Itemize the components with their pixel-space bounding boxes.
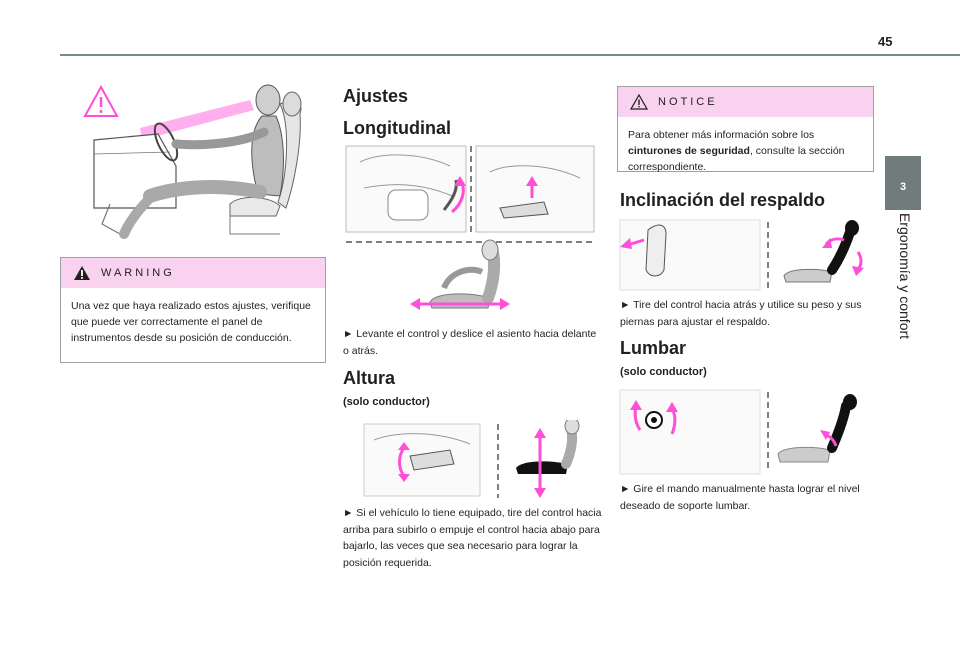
warning-triangle-icon — [74, 266, 90, 280]
notice-triangle-icon — [630, 94, 648, 110]
longitudinal-illustration — [340, 142, 598, 316]
chapter-tab[interactable]: 3 — [885, 156, 921, 210]
longitudinal-heading: Longitudinal — [343, 118, 451, 138]
warning-text: Una vez que haya realizado estos ajustes… — [71, 300, 311, 344]
driver-position-illustration — [80, 84, 312, 244]
lumbar-qualifier: (solo conductor) — [620, 366, 707, 378]
warning-header: WARNING — [61, 258, 325, 288]
longitudinal-instructions: ► Levante el control y deslice el asient… — [343, 328, 597, 357]
lumbar-instructions: ► Gire el mando manualmente hasta lograr… — [620, 483, 860, 512]
height-illustration — [360, 420, 596, 502]
notice-text: Para obtener más información sobre los c… — [618, 117, 873, 181]
backrest-illustration — [618, 218, 870, 292]
warning-title: WARNING — [101, 267, 175, 279]
warning-box: WARNING Una vez que haya realizado estos… — [60, 257, 326, 363]
lumbar-heading: Lumbar — [620, 338, 687, 358]
backrest-heading: Inclinación del respaldo — [620, 190, 826, 210]
notice-header: NOTICE — [618, 87, 873, 117]
notice-text-before: Para obtener más información sobre los — [628, 129, 815, 141]
header-rule — [60, 54, 960, 56]
notice-box: NOTICE Para obtener más información sobr… — [617, 86, 874, 173]
adjustments-heading: Ajustes — [343, 86, 409, 106]
chapter-title: Ergonomía y confort — [897, 212, 913, 340]
backrest-instructions: ► Tire del control hacia atrás y utilice… — [620, 299, 862, 328]
lumbar-illustration — [618, 388, 870, 476]
height-instructions: ► Si el vehículo lo tiene equipado, tire… — [343, 507, 602, 569]
page-number: 45 — [878, 34, 893, 49]
notice-title: NOTICE — [658, 96, 718, 108]
notice-link-seatbelts: cinturones de seguridad — [628, 145, 750, 157]
height-qualifier: (solo conductor) — [343, 396, 430, 408]
notice-text-after: , consulte la sección correspondiente. — [628, 145, 845, 173]
height-heading: Altura — [343, 368, 396, 388]
